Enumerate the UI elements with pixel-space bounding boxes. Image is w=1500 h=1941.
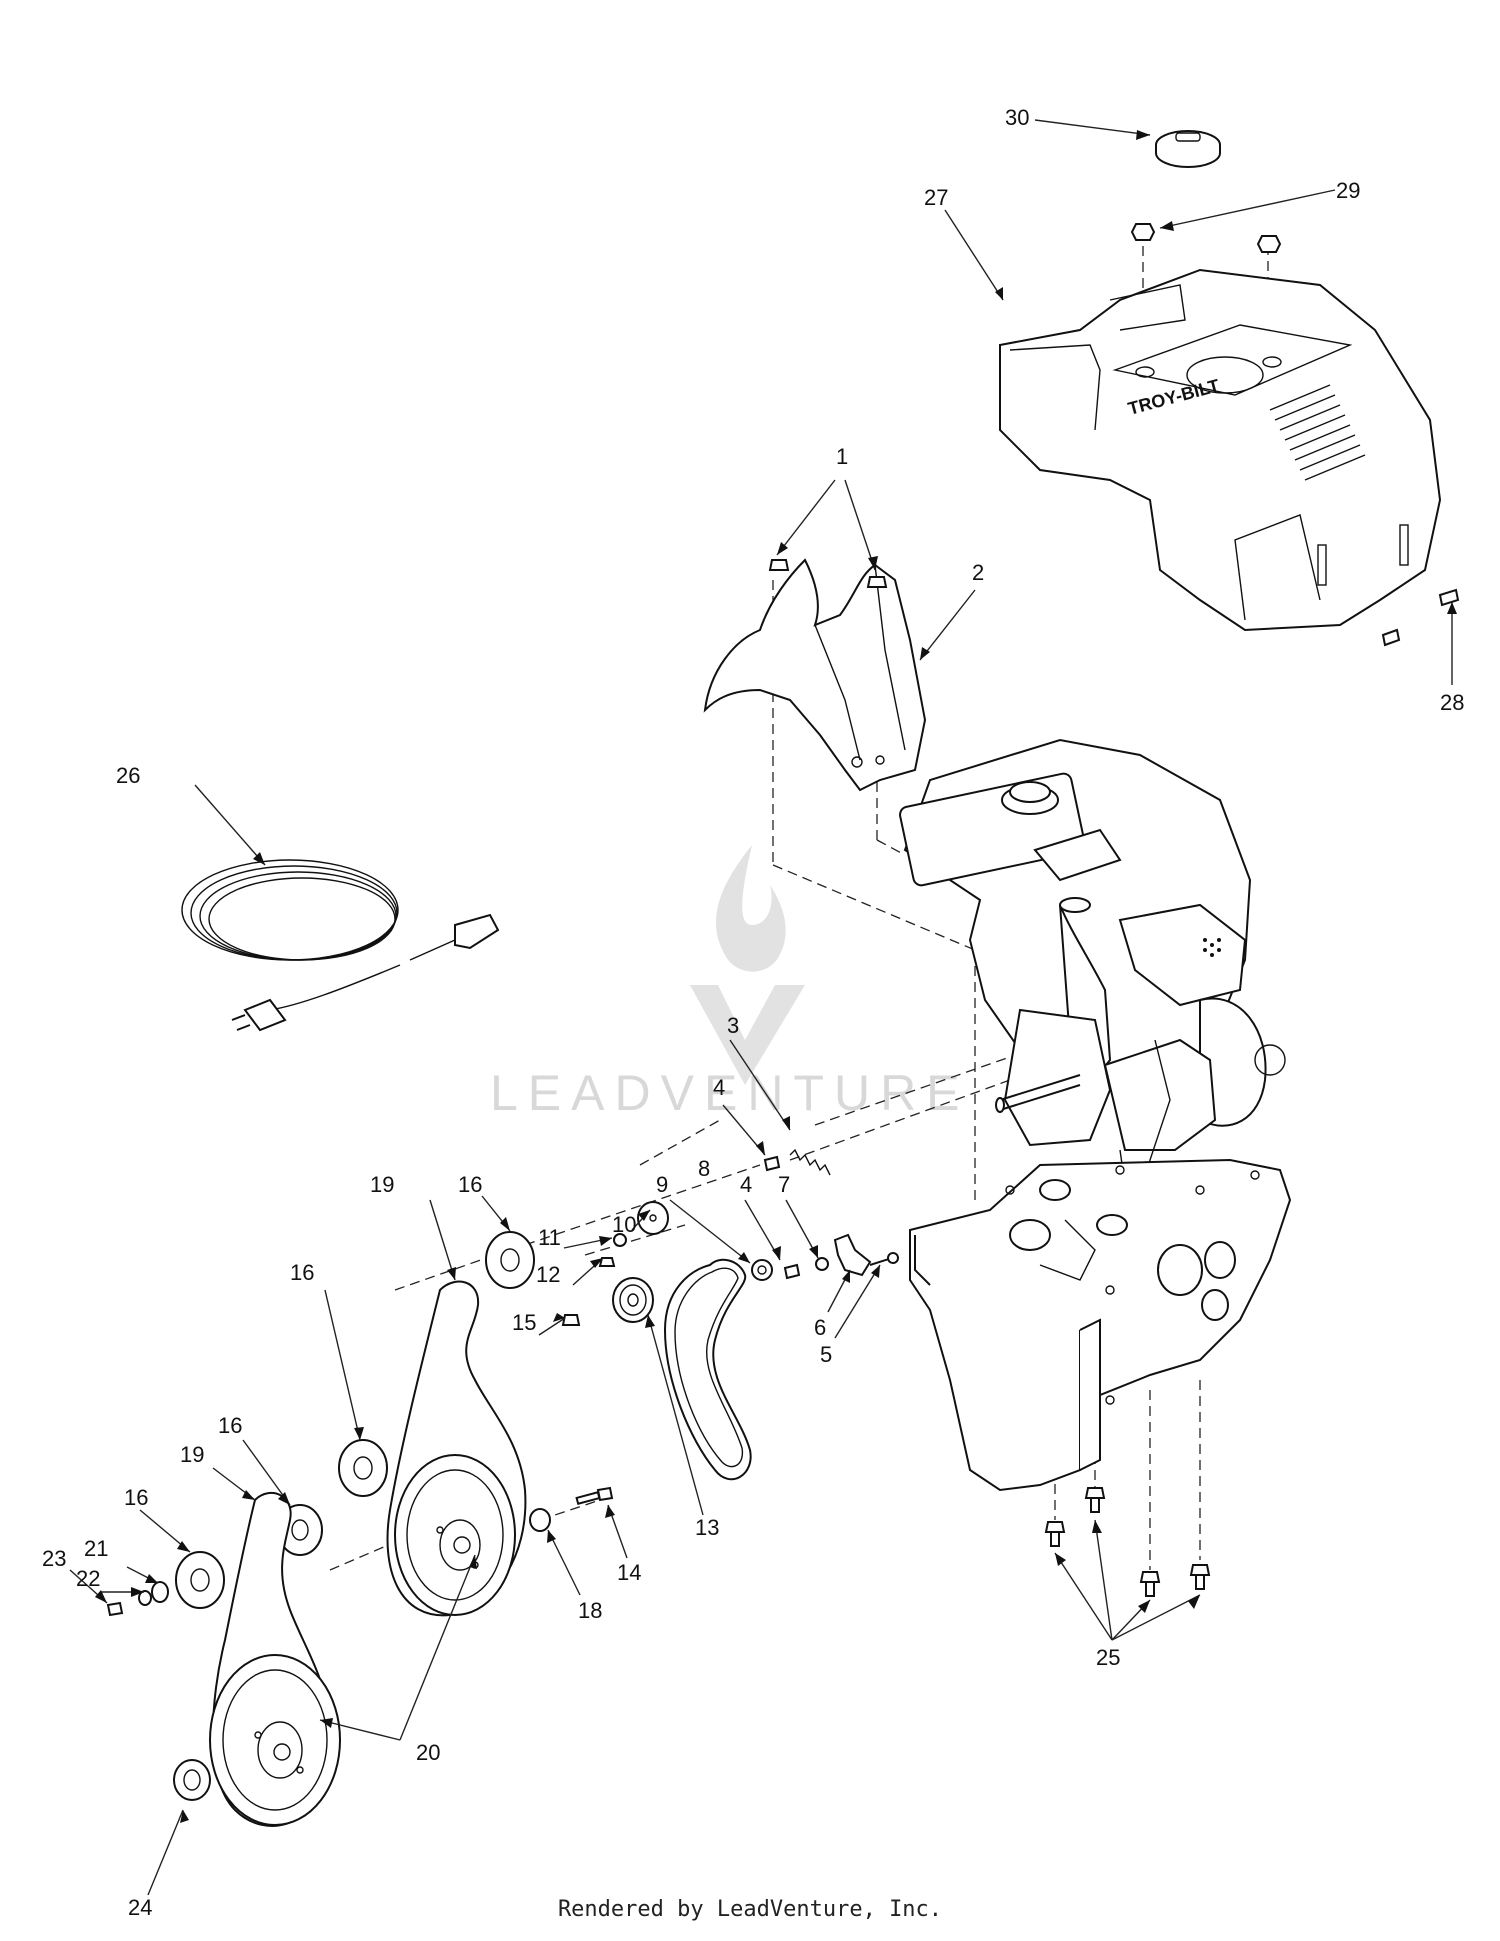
part-label-19a: 19 xyxy=(370,1172,394,1197)
part-label-5: 5 xyxy=(820,1342,832,1367)
part-label-23: 23 xyxy=(42,1546,66,1571)
watermark-text: LEADVENTURE xyxy=(490,1065,970,1121)
pulley-hardware xyxy=(106,1486,614,1801)
part-label-12: 12 xyxy=(536,1262,560,1287)
part-label-11: 11 xyxy=(538,1225,561,1250)
part-label-20: 20 xyxy=(416,1740,440,1765)
part-label-14: 14 xyxy=(617,1560,641,1585)
part-label-3: 3 xyxy=(727,1013,739,1038)
part-label-2: 2 xyxy=(972,560,984,585)
part-label-29: 29 xyxy=(1336,178,1360,203)
part-label-24: 24 xyxy=(128,1895,152,1920)
belt-cover xyxy=(703,558,927,792)
part-labels: 1 2 3 4 4 5 6 7 8 9 10 11 12 13 14 15 16… xyxy=(42,105,1464,1920)
engine-muffler-vents xyxy=(1203,938,1221,957)
power-cord xyxy=(181,859,500,1032)
part-label-6: 6 xyxy=(814,1315,826,1340)
part-label-27: 27 xyxy=(924,185,948,210)
part-label-16a: 16 xyxy=(458,1172,482,1197)
frame-housing xyxy=(909,1158,1292,1492)
auger-pulley-assembly xyxy=(175,1231,535,1827)
callout-arrowheads xyxy=(95,130,1457,1823)
part-label-21: 21 xyxy=(84,1536,108,1561)
engine-assembly xyxy=(899,738,1286,1191)
footer-credit: Rendered by LeadVenture, Inc. xyxy=(557,1897,943,1922)
part-label-4b: 4 xyxy=(740,1172,752,1197)
shroud-fasteners xyxy=(1130,223,1460,647)
engine-shroud: TROY-BILT xyxy=(999,268,1442,632)
part-label-22: 22 xyxy=(76,1566,100,1591)
idler-bracket-assembly xyxy=(751,1148,899,1281)
part-label-13: 13 xyxy=(695,1515,719,1540)
part-label-9: 9 xyxy=(656,1172,668,1197)
part-label-1: 1 xyxy=(836,444,848,469)
engine-pulley xyxy=(561,1201,669,1326)
part-label-19b: 19 xyxy=(180,1442,204,1467)
fuel-cap xyxy=(1155,130,1221,168)
shroud-vent-grille xyxy=(1269,384,1366,481)
part-label-16b: 16 xyxy=(290,1260,314,1285)
part-label-18: 18 xyxy=(578,1598,602,1623)
drive-belt xyxy=(663,1258,752,1481)
frame-bolts xyxy=(1044,1487,1211,1597)
callout-leaders xyxy=(69,119,1453,1896)
part-label-16d: 16 xyxy=(124,1485,148,1510)
part-label-28: 28 xyxy=(1440,690,1464,715)
watermark-flame-logo xyxy=(690,845,805,1085)
watermark: LEADVENTURE xyxy=(490,845,970,1121)
part-label-4a: 4 xyxy=(713,1075,725,1100)
part-label-30: 30 xyxy=(1005,105,1029,130)
part-label-10: 10 xyxy=(612,1212,636,1237)
part-label-25: 25 xyxy=(1096,1645,1120,1670)
part-label-8: 8 xyxy=(698,1156,710,1181)
part-label-26: 26 xyxy=(116,763,140,788)
part-label-15: 15 xyxy=(512,1310,536,1335)
part-label-7: 7 xyxy=(778,1172,790,1197)
part-label-16c: 16 xyxy=(218,1413,242,1438)
